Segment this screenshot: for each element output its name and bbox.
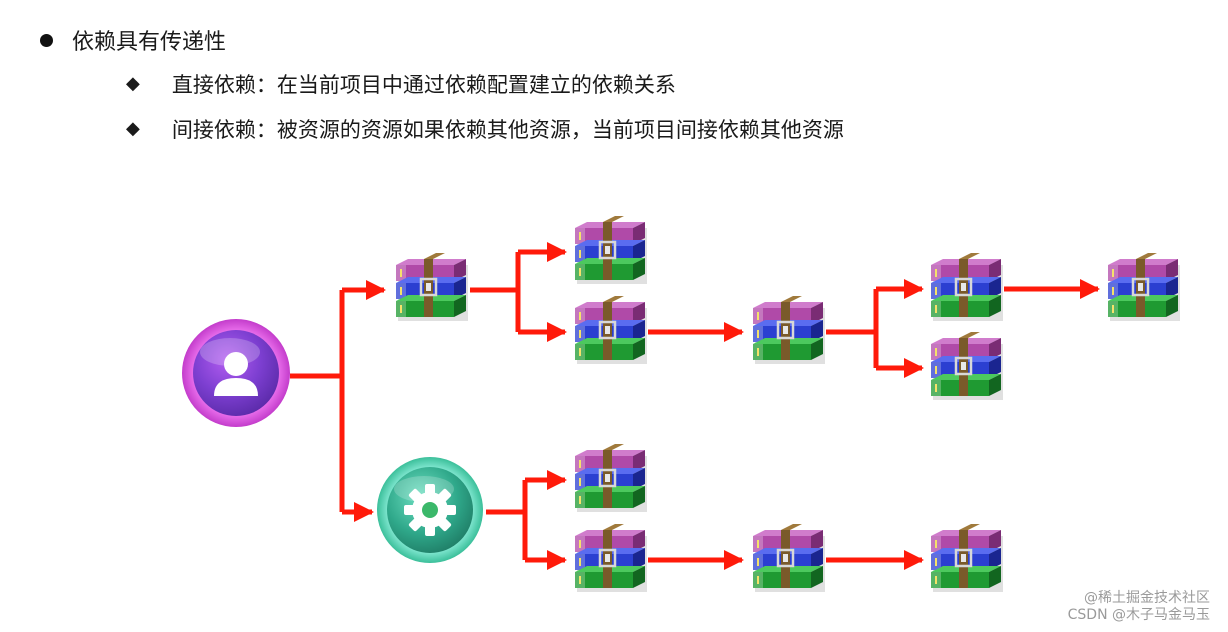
package-group — [396, 216, 1180, 592]
user-node — [182, 319, 290, 427]
gear-icon — [404, 484, 456, 536]
watermark: @稀土掘金技术社区 CSDN @木子马金马玉 — [1068, 590, 1210, 624]
main-title: 依赖具有传递性 — [72, 30, 227, 55]
connector-lines — [290, 242, 1100, 570]
watermark-line1: @稀土掘金技术社区 — [1084, 590, 1210, 606]
sub-bullet-direct: ◆ 直接依赖 ： 在当前项目中通过依赖配置建立的依赖关系 — [126, 69, 676, 99]
indirect-desc: 被资源的资源如果依赖其他资源，当前项目间接依赖其他资源 — [276, 118, 844, 142]
diamond-bullet-icon: ◆ — [126, 73, 140, 94]
gear-node — [377, 457, 483, 563]
archive-package-icon — [753, 524, 825, 592]
sub-bullet-indirect: ◆ 间接依赖 ： 被资源的资源如果依赖其他资源，当前项目间接依赖其他资源 — [126, 114, 844, 144]
archive-package-icon — [575, 444, 647, 512]
direct-desc: 在当前项目中通过依赖配置建立的依赖关系 — [276, 73, 676, 97]
archive-package-icon — [931, 253, 1003, 321]
main-bullet: 依赖具有传递性 — [40, 24, 226, 56]
indirect-term: 间接依赖 — [171, 118, 256, 142]
watermark-line2: CSDN @木子马金马玉 — [1067, 607, 1210, 623]
archive-package-icon — [1108, 253, 1180, 321]
direct-term: 直接依赖 — [171, 73, 256, 97]
archive-package-icon — [396, 253, 468, 321]
user-icon — [214, 352, 258, 396]
bullet-dot — [40, 33, 53, 47]
archive-package-icon — [753, 296, 825, 364]
diamond-bullet-icon: ◆ — [126, 118, 140, 139]
direct-sep: ： — [255, 73, 277, 97]
archive-package-icon — [575, 524, 647, 592]
indirect-sep: ： — [255, 118, 277, 142]
archive-package-icon — [931, 524, 1003, 592]
archive-package-icon — [575, 216, 647, 284]
archive-package-icon — [575, 296, 647, 364]
archive-package-icon — [931, 332, 1003, 400]
